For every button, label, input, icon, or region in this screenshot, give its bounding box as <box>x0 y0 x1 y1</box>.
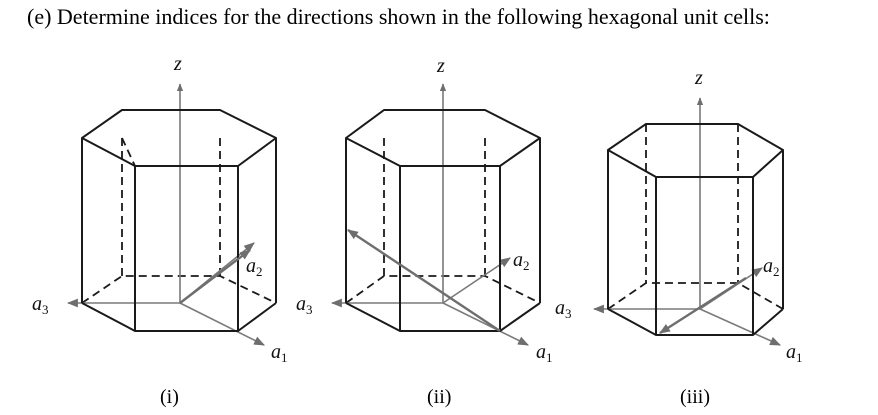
direction-vector-iii <box>659 276 747 335</box>
direction-vector-i <box>179 249 251 304</box>
z-axis-label: z <box>436 55 445 77</box>
a1-axis-label: a1 <box>536 341 553 365</box>
a2-axis-label: a2 <box>513 249 530 273</box>
a3-axis-label: a3 <box>296 293 313 317</box>
a2-axis-label: a2 <box>246 255 263 279</box>
caption-ii: (ii) <box>427 386 451 408</box>
a2-axis-label: a2 <box>763 255 780 279</box>
z-axis-label: z <box>173 53 182 75</box>
caption-i: (i) <box>160 386 179 408</box>
hidden-edges <box>81 137 277 304</box>
a3-axis-label: a3 <box>555 297 572 321</box>
a1-axis-label: a1 <box>786 341 803 365</box>
direction-vector-ii <box>347 229 501 332</box>
unit-cell-iii: z a3 a2 a1 (iii) <box>555 67 803 408</box>
visible-edges <box>345 109 541 332</box>
a1-axis-label: a1 <box>271 341 288 365</box>
unit-cell-ii: z a3 a2 a1 (ii) <box>296 55 553 408</box>
visible-edges <box>607 123 784 336</box>
z-axis-label: z <box>694 67 703 89</box>
caption-iii: (iii) <box>680 386 710 408</box>
question-text: (e) Determine indices for the directions… <box>27 4 770 29</box>
visible-edges <box>81 109 277 332</box>
hidden-edges <box>345 138 541 304</box>
a3-axis-label: a3 <box>32 293 49 317</box>
coordinate-axes <box>66 83 265 346</box>
coordinate-axes <box>330 83 529 346</box>
hidden-edges <box>607 124 784 310</box>
unit-cell-i: z a3 a2 a1 (i) <box>32 53 288 408</box>
